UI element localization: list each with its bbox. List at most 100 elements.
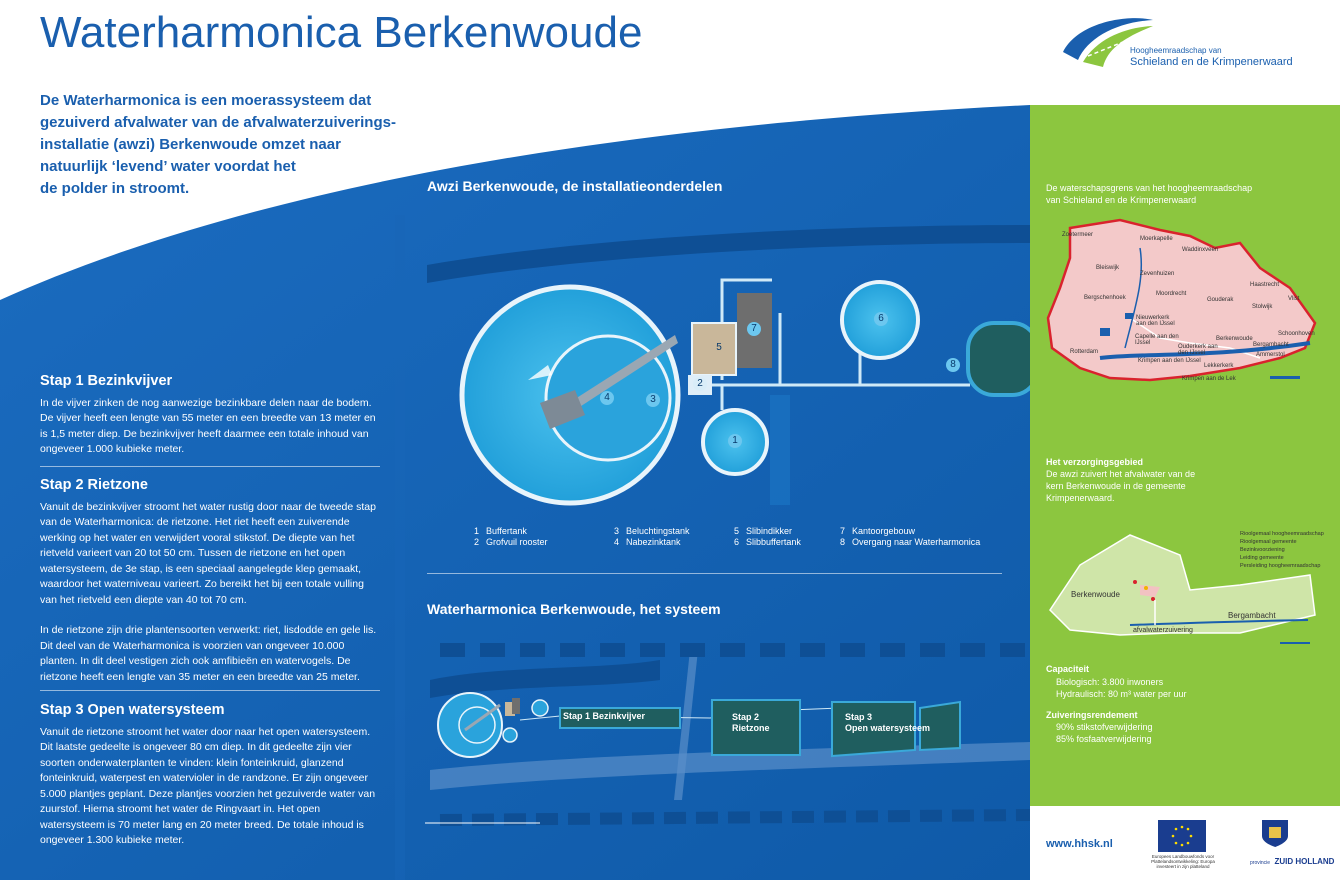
- step-2: Stap 2 Rietzone Vanuit de bezinkvijver s…: [40, 477, 382, 685]
- map-label: Stolwijk: [1252, 304, 1273, 310]
- intro-line: gezuiverd afvalwater van de afvalwaterzu…: [40, 114, 396, 131]
- map-label: Zoetermeer: [1062, 232, 1094, 238]
- legend-label: Kantoorgebouw: [852, 526, 916, 536]
- verz-text: De awzi zuivert het afvalwater van de ke…: [1046, 469, 1196, 503]
- stap2-pond: [711, 699, 801, 756]
- service-legend-item: Rioolgemaal gemeente: [1240, 539, 1297, 545]
- zh-small: provincie: [1250, 860, 1271, 866]
- awzi-heading: Awzi Berkenwoude, de installatieonderdel…: [427, 178, 723, 194]
- rendement-line: 85% fosfaatverwijdering: [1056, 734, 1152, 744]
- map-label: Vlist: [1288, 296, 1300, 302]
- eu-flag-icon: [1158, 820, 1206, 852]
- legend-number: 3: [614, 526, 620, 536]
- system-diagram: [425, 643, 1030, 826]
- step-3-heading: Stap 3 Open watersysteem: [40, 702, 225, 718]
- step-3-text: Vanuit de rietzone stroomt het water doo…: [40, 725, 376, 847]
- website-link[interactable]: www.hhsk.nl: [1046, 838, 1113, 850]
- step-3: Stap 3 Open watersysteem Vanuit de rietz…: [40, 702, 382, 849]
- service-legend: Rioolgemaal hoogheemraadschap Rioolgemaa…: [1240, 530, 1324, 570]
- system-heading: Waterharmonica Berkenwoude, het systeem: [427, 601, 721, 617]
- hhsk-logo-icon: [1063, 18, 1153, 67]
- legend-number: 8: [840, 537, 846, 547]
- service-legend-item: Persleiding hoogheemraadschap: [1240, 563, 1321, 569]
- intro-line: De Waterharmonica is een moerassysteem d…: [40, 92, 372, 109]
- map-label: Bergschenhoek: [1084, 295, 1126, 301]
- map-labels: Zoetermeer Moerkapelle Waddinxveen Bleis…: [1040, 208, 1325, 388]
- stap2-label-b: Rietzone: [732, 723, 770, 733]
- legend-item: 2 Grofvuil rooster: [474, 536, 548, 548]
- stap2-label: Stap 2 Rietzone: [732, 712, 770, 734]
- map-label: Capelle aan den IJssel: [1135, 334, 1179, 346]
- map-label: Zevenhuizen: [1140, 271, 1175, 277]
- map-label: Rotterdam: [1070, 349, 1099, 355]
- marker-3: 3: [646, 393, 660, 407]
- bridge: [550, 335, 678, 423]
- stap3-label: Stap 3 Open watersysteem: [845, 712, 930, 734]
- map-label: Moerkapelle: [1140, 236, 1173, 242]
- map-label: Bergambacht: [1253, 342, 1289, 348]
- step-2-text-1: Vanuit de bezinkvijver stroomt het water…: [40, 500, 376, 606]
- service-legend-item: Bezinkvoorziening: [1240, 547, 1285, 553]
- step-2-text-2: In de rietzone zijn drie plantensoorten …: [40, 624, 377, 683]
- marker-5: 5: [712, 341, 726, 355]
- intro-line: de polder in stroomt.: [40, 180, 190, 197]
- logo: Hoogheemraadschap van Schieland en de Kr…: [1058, 12, 1298, 72]
- legend-number: 1: [474, 526, 480, 536]
- marker-2: 2: [693, 377, 707, 391]
- marker-1: 1: [728, 434, 742, 448]
- legend-number: 6: [734, 537, 740, 547]
- zh-big: ZUID HOLLAND: [1274, 857, 1335, 866]
- capacity-heading: Capaciteit: [1046, 664, 1090, 674]
- legend-label: Slibbuffertank: [746, 537, 801, 547]
- legend-label: Nabezinktank: [626, 537, 681, 547]
- marker-8: 8: [946, 358, 960, 372]
- legend-item: 4 Nabezinktank: [614, 536, 681, 548]
- marker-7: 7: [747, 322, 761, 336]
- logo-line-2: Schieland en de Krimpenerwaard: [1130, 56, 1293, 68]
- marker-4: 4: [600, 391, 614, 405]
- capacity-line: Biologisch: 3.800 inwoners: [1056, 677, 1164, 687]
- legend-number: 7: [840, 526, 846, 536]
- awzi-diagram: [427, 225, 1030, 506]
- service-legend-item: Rioolgemaal hoogheemraadschap: [1240, 531, 1324, 537]
- map-label: Waddinxveen: [1182, 247, 1219, 253]
- capacity-line: Hydraulisch: 80 m³ water per uur: [1056, 689, 1187, 699]
- divider: [40, 690, 380, 691]
- map-label: Berkenwoude: [1216, 336, 1253, 342]
- step-2-heading: Stap 2 Rietzone: [40, 477, 148, 493]
- awzi-paths: [690, 278, 970, 410]
- legend-number: 2: [474, 537, 480, 547]
- legend-item: 6 Slibbuffertank: [734, 536, 801, 548]
- zh-label: provincie ZUID HOLLAND: [1250, 851, 1334, 869]
- service-legend-item: Leiding gemeente: [1240, 555, 1284, 561]
- map-caption: De waterschapsgrens van het hoogheemraad…: [1046, 183, 1253, 205]
- eu-caption: Europees Landbouwfonds voor Plattelandso…: [1151, 854, 1215, 869]
- map-label: Haastrecht: [1250, 282, 1280, 288]
- legend-label: Buffertank: [486, 526, 527, 536]
- map-label: Krimpen aan de Lek: [1182, 376, 1236, 382]
- overgang-water: [966, 321, 1030, 397]
- intro-line: natuurlijk ‘levend’ water voordat het: [40, 158, 296, 175]
- legend-number: 4: [614, 537, 620, 547]
- stap3-label-a: Stap 3: [845, 712, 873, 722]
- step-1: Stap 1 Bezinkvijver In de vijver zinken …: [40, 373, 382, 458]
- divider: [427, 573, 1002, 574]
- map-label: Gouderak: [1207, 297, 1234, 303]
- rendement-list: 90% stikstofverwijdering 85% fosfaatverw…: [1056, 721, 1153, 745]
- divider: [40, 466, 380, 467]
- stap3-pond: [831, 701, 916, 758]
- service-label-bergambacht: Bergambacht: [1228, 611, 1276, 620]
- region-map: [1046, 218, 1317, 382]
- region-shape: [1046, 218, 1317, 382]
- stap1-pond: [559, 707, 681, 729]
- awzi-road-top: [427, 225, 1030, 283]
- slibindikker: [691, 322, 737, 376]
- legend-label: Grofvuil rooster: [486, 537, 548, 547]
- service-label-berkenwoude: Berkenwoude: [1071, 590, 1120, 599]
- intro-text: De Waterharmonica is een moerassysteem d…: [40, 90, 400, 200]
